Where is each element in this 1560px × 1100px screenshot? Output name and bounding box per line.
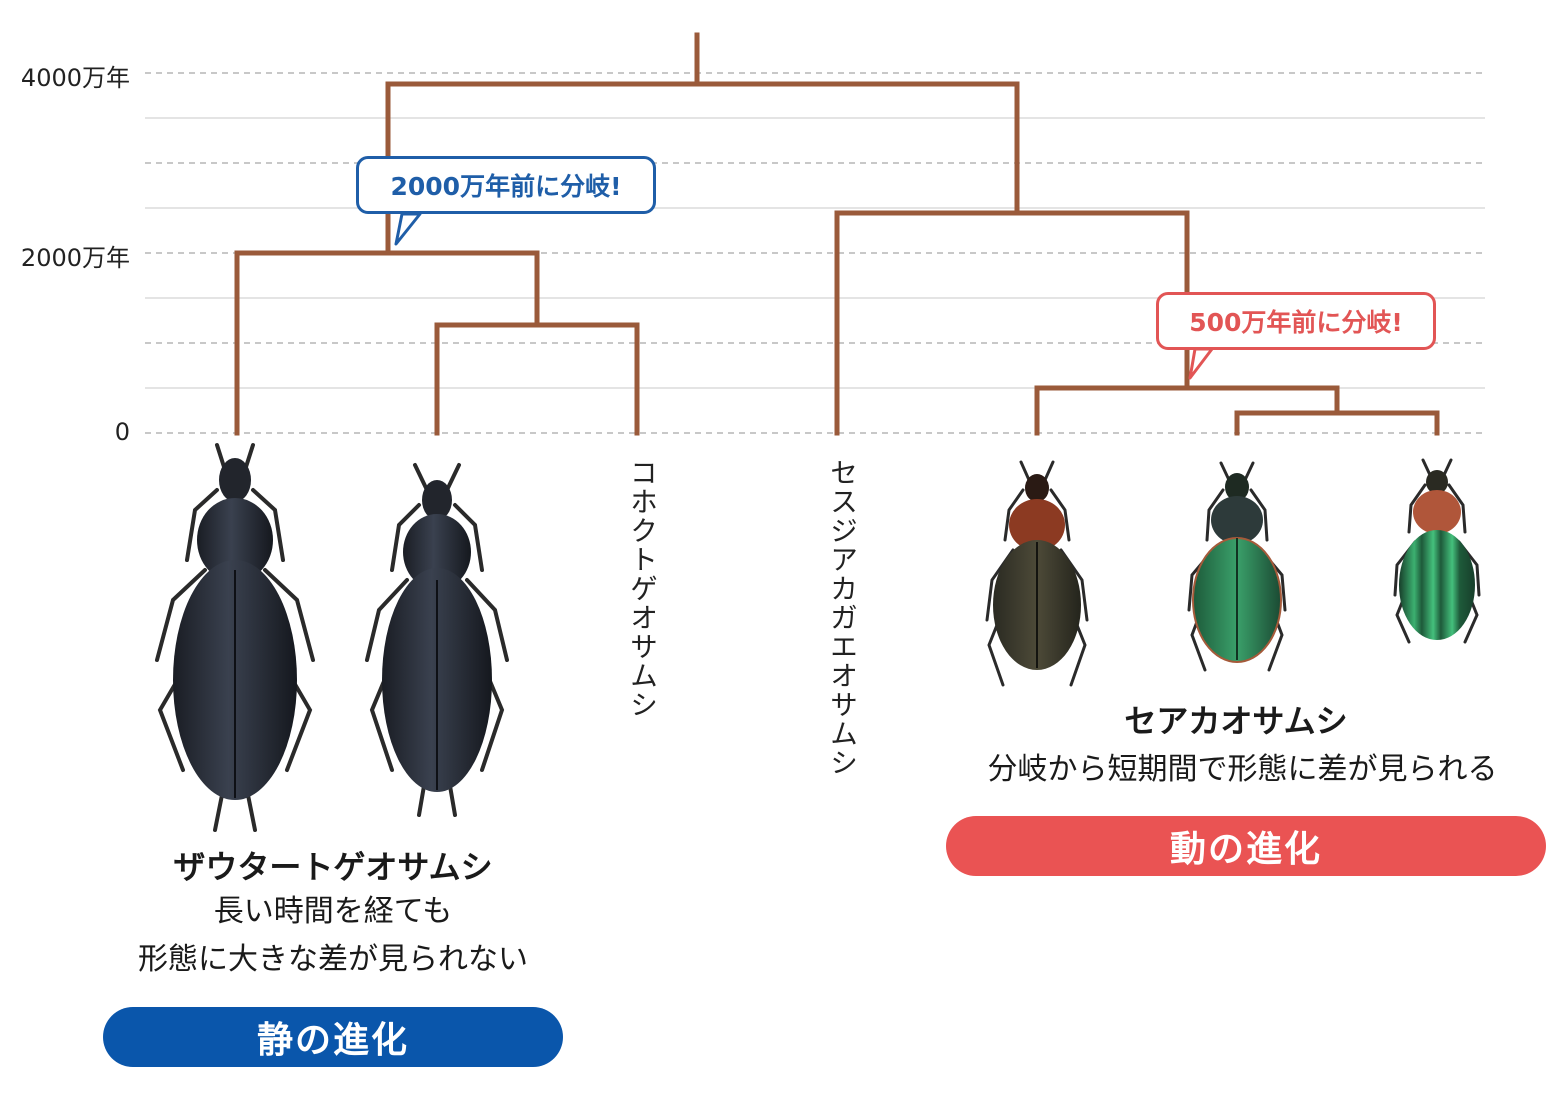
right-group-desc: 分岐から短期間で形態に差が見られる <box>987 752 1498 787</box>
beetle-seaka-2 <box>1187 461 1287 672</box>
beetle-zautato-1 <box>155 443 315 832</box>
callout-tail-left <box>394 212 422 246</box>
tree-branches <box>234 32 1440 436</box>
beetle-zautato-2 <box>365 463 509 817</box>
axis-label-40m: 4000万年 <box>20 64 130 92</box>
left-group-name: ザウタートゲオサムシ <box>173 848 493 886</box>
axis-label-zero: 0 <box>114 418 130 446</box>
species-label-kohokuto: コホクトゲオサムシ <box>626 458 659 719</box>
static-evolution-badge: 静の進化 <box>103 1007 563 1067</box>
dynamic-evolution-badge: 動の進化 <box>946 816 1546 876</box>
right-group-name: セアカオサムシ <box>1124 702 1348 740</box>
species-label-sesuji: セスジアカガエオサムシ <box>826 458 859 777</box>
left-group-desc-2: 形態に大きな差が見られない <box>138 942 528 977</box>
left-group-desc-1: 長い時間を経ても <box>213 894 453 929</box>
callout-500m: 500万年前に分岐! <box>1156 292 1436 350</box>
beetle-seaka-1 <box>985 460 1089 687</box>
axis-label-20m: 2000万年 <box>20 244 130 272</box>
beetle-seaka-3 <box>1393 458 1481 644</box>
callout-2000m: 2000万年前に分岐! <box>356 156 656 214</box>
callout-tail-right <box>1188 347 1214 380</box>
